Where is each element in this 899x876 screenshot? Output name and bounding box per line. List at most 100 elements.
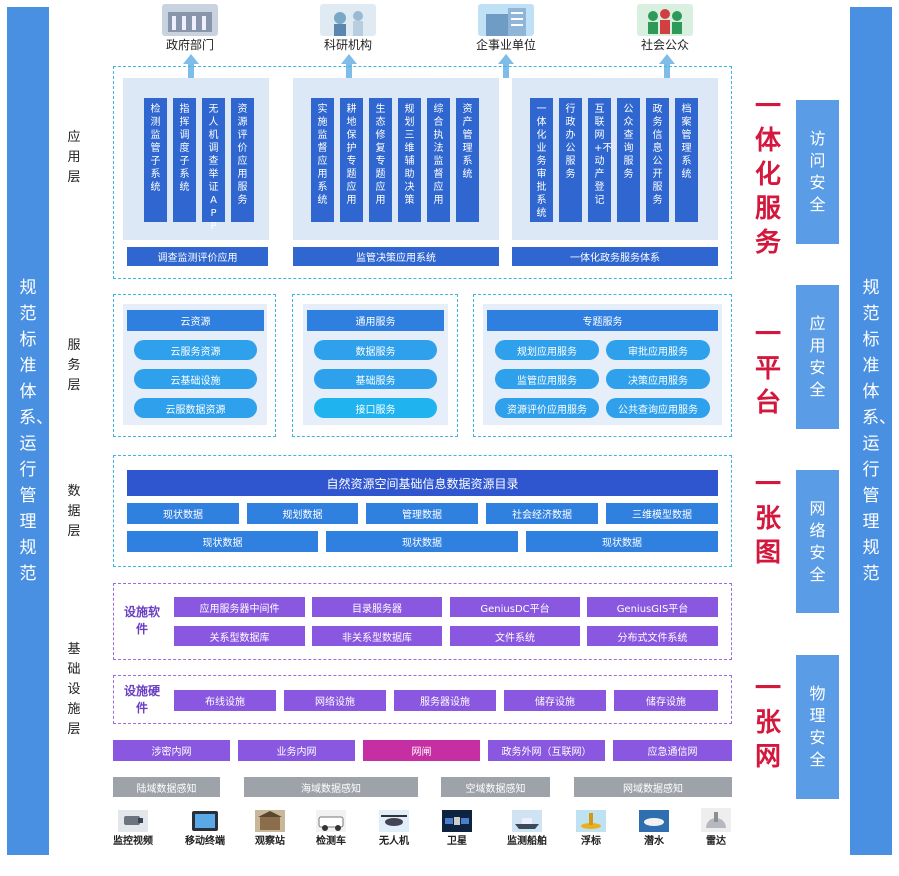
- app-tile[interactable]: 检测监管子系统: [144, 98, 167, 222]
- app-group1-footer[interactable]: 调查监测评价应用: [127, 247, 268, 266]
- app-tile[interactable]: 资产管理系统: [456, 98, 479, 222]
- service-pill[interactable]: 云服数据资源: [134, 398, 257, 418]
- app-group2-panel: 实施监督应用系统 耕地保护专题应用 生态修复专题应用 规划三维辅助决策 综合执法…: [293, 78, 499, 240]
- device-mobile: 移动终端: [180, 810, 230, 847]
- network-gateway-tile[interactable]: 网闸: [363, 740, 480, 761]
- service-topic-title: 专题服务: [487, 310, 718, 331]
- sensing-tile[interactable]: 网域数据感知: [574, 777, 732, 797]
- arrow-up-icon: [341, 54, 357, 78]
- service-topic-frame: [473, 294, 732, 437]
- device-label: 监测船舶: [507, 836, 547, 847]
- service-pill[interactable]: 决策应用服务: [606, 369, 710, 389]
- service-pill[interactable]: 审批应用服务: [606, 340, 710, 360]
- security-network: 网络安全: [796, 470, 839, 613]
- software-tile[interactable]: 目录服务器: [312, 597, 442, 617]
- app-tile[interactable]: 行政办公服务: [559, 98, 582, 222]
- device-label: 潜水: [644, 836, 664, 847]
- hardware-tile[interactable]: 服务器设施: [394, 690, 496, 711]
- service-pill[interactable]: 规划应用服务: [495, 340, 599, 360]
- left-standards-bar: 规范标准体系、运行管理规范: [7, 7, 53, 855]
- device-vehicle: 检测车: [311, 810, 351, 847]
- app-tile[interactable]: 实施监督应用系统: [311, 98, 334, 222]
- slogan-integrated-service: 一体化服务: [754, 92, 781, 258]
- service-pill[interactable]: 接口服务: [314, 398, 437, 418]
- data-tile[interactable]: 现状数据: [127, 503, 239, 524]
- software-tile[interactable]: GeniusDC平台: [450, 597, 580, 617]
- data-tile[interactable]: 三维模型数据: [606, 503, 718, 524]
- app-tile[interactable]: 规划三维辅助决策: [398, 98, 421, 222]
- device-label: 移动终端: [185, 836, 225, 847]
- app-tile[interactable]: 政务信息公开服务: [646, 98, 669, 222]
- device-label: 浮标: [581, 836, 601, 847]
- device-label: 观察站: [255, 836, 285, 847]
- device-buoy: 浮标: [571, 810, 611, 847]
- app-group2-footer[interactable]: 监管决策应用系统: [293, 247, 499, 266]
- service-pill[interactable]: 云基础设施: [134, 369, 257, 389]
- data-tile[interactable]: 社会经济数据: [486, 503, 598, 524]
- target-research: 科研机构: [308, 4, 388, 53]
- network-tile[interactable]: 业务内网: [238, 740, 355, 761]
- app-tile[interactable]: 指挥调度子系统: [173, 98, 196, 222]
- service-pill[interactable]: 公共查询应用服务: [606, 398, 710, 418]
- service-pill[interactable]: 监管应用服务: [495, 369, 599, 389]
- app-tile[interactable]: 互联网+不动产登记: [588, 98, 612, 222]
- security-physical: 物理安全: [796, 655, 839, 799]
- application-layer-frame: [113, 66, 732, 279]
- data-tile[interactable]: 现状数据: [326, 531, 518, 552]
- service-pill[interactable]: 资源评价应用服务: [495, 398, 599, 418]
- app-group3-footer[interactable]: 一体化政务服务体系: [512, 247, 718, 266]
- infra-hardware-label: 设施硬件: [123, 684, 160, 715]
- arrow-up-icon: [183, 54, 199, 78]
- network-tile[interactable]: 涉密内网: [113, 740, 230, 761]
- sensing-tile[interactable]: 陆域数据感知: [113, 777, 220, 797]
- target-government: 政府部门: [150, 4, 230, 53]
- app-tile[interactable]: 档案管理系统: [675, 98, 698, 222]
- hardware-tile[interactable]: 布线设施: [174, 690, 276, 711]
- sensing-tile[interactable]: 空域数据感知: [441, 777, 550, 797]
- hardware-tile[interactable]: 储存设施: [614, 690, 718, 711]
- device-label: 监控视频: [113, 836, 153, 847]
- app-tile[interactable]: 资源评价应用服务: [231, 98, 254, 222]
- target-public: 社会公众: [625, 4, 705, 53]
- software-tile[interactable]: 关系型数据库: [174, 626, 305, 646]
- service-pill[interactable]: 基础服务: [314, 369, 437, 389]
- service-cloud-title: 云资源: [127, 310, 264, 331]
- drone-icon: [379, 810, 409, 832]
- service-pill[interactable]: 云服务资源: [134, 340, 257, 360]
- data-tile[interactable]: 现状数据: [127, 531, 318, 552]
- app-tile[interactable]: 无人机调查举证APP: [202, 98, 225, 232]
- app-tile[interactable]: 生态修复专题应用: [369, 98, 392, 222]
- sensing-tile[interactable]: 海域数据感知: [244, 777, 418, 797]
- right-standards-label: 规范标准体系、运行管理规范: [862, 278, 896, 584]
- network-tile[interactable]: 政务外网（互联网）: [488, 740, 605, 761]
- app-tile[interactable]: 耕地保护专题应用: [340, 98, 363, 222]
- slogan-one-network: 一张网: [754, 674, 781, 772]
- hardware-tile[interactable]: 网络设施: [284, 690, 386, 711]
- software-tile[interactable]: 分布式文件系统: [587, 626, 718, 646]
- software-tile[interactable]: 文件系统: [450, 626, 580, 646]
- software-tile[interactable]: GeniusGIS平台: [587, 597, 718, 617]
- device-radar: 雷达: [696, 808, 736, 847]
- data-catalog-bar[interactable]: 自然资源空间基础信息数据资源目录: [127, 470, 718, 496]
- device-satellite: 卫星: [437, 810, 477, 847]
- data-tile[interactable]: 规划数据: [247, 503, 358, 524]
- data-tile[interactable]: 管理数据: [366, 503, 478, 524]
- device-label: 无人机: [379, 836, 409, 847]
- security-access: 访问安全: [796, 100, 839, 244]
- service-pill[interactable]: 数据服务: [314, 340, 437, 360]
- app-group3-panel: 一体化业务审批系统 行政办公服务 互联网+不动产登记 公众查询服务 政务信息公开…: [512, 78, 718, 240]
- data-tile[interactable]: 现状数据: [526, 531, 718, 552]
- network-tile[interactable]: 应急通信网: [613, 740, 732, 761]
- software-tile[interactable]: 应用服务器中间件: [174, 597, 305, 617]
- software-tile[interactable]: 非关系型数据库: [312, 626, 442, 646]
- device-drone: 无人机: [374, 810, 414, 847]
- data-layer-frame: [113, 455, 732, 567]
- app-tile[interactable]: 一体化业务审批系统: [530, 98, 553, 222]
- vehicle-icon: [316, 810, 346, 832]
- hardware-tile[interactable]: 储存设施: [504, 690, 606, 711]
- device-station: 观察站: [250, 810, 290, 847]
- app-tile[interactable]: 综合执法监督应用: [427, 98, 450, 222]
- infra-software-label: 设施软件: [123, 605, 160, 636]
- lab-icon: [320, 4, 376, 36]
- app-tile[interactable]: 公众查询服务: [617, 98, 640, 222]
